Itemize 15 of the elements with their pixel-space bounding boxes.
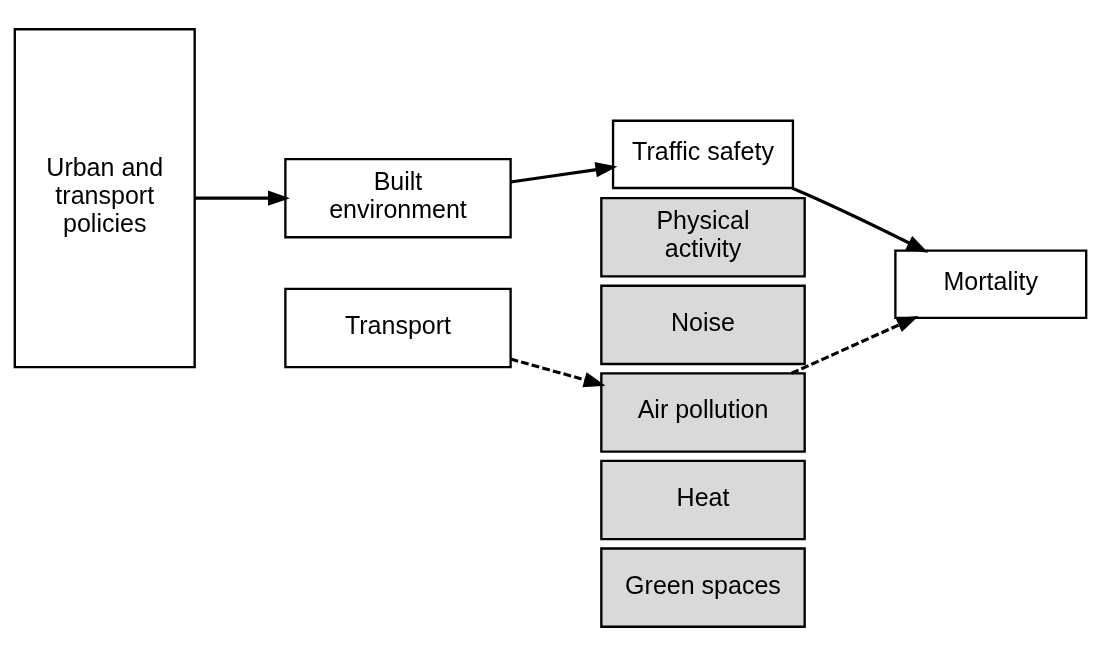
node-box: Air pollution bbox=[600, 371, 806, 453]
node-box: Mortality bbox=[894, 248, 1088, 319]
node-box: Built environment bbox=[284, 157, 512, 238]
node-box: Heat bbox=[600, 459, 806, 540]
arrow bbox=[510, 161, 618, 184]
arrow bbox=[790, 315, 919, 375]
node-box: Noise bbox=[600, 284, 806, 365]
node-box: Traffic safety bbox=[611, 119, 795, 189]
arrow bbox=[194, 190, 290, 206]
arrow bbox=[510, 357, 606, 387]
node-box: Urban and transport policies bbox=[13, 27, 196, 368]
node-box: Transport bbox=[284, 287, 512, 368]
node-box: Green spaces bbox=[600, 546, 806, 628]
arrow bbox=[791, 186, 929, 253]
node-box: Physical activity bbox=[600, 196, 806, 278]
